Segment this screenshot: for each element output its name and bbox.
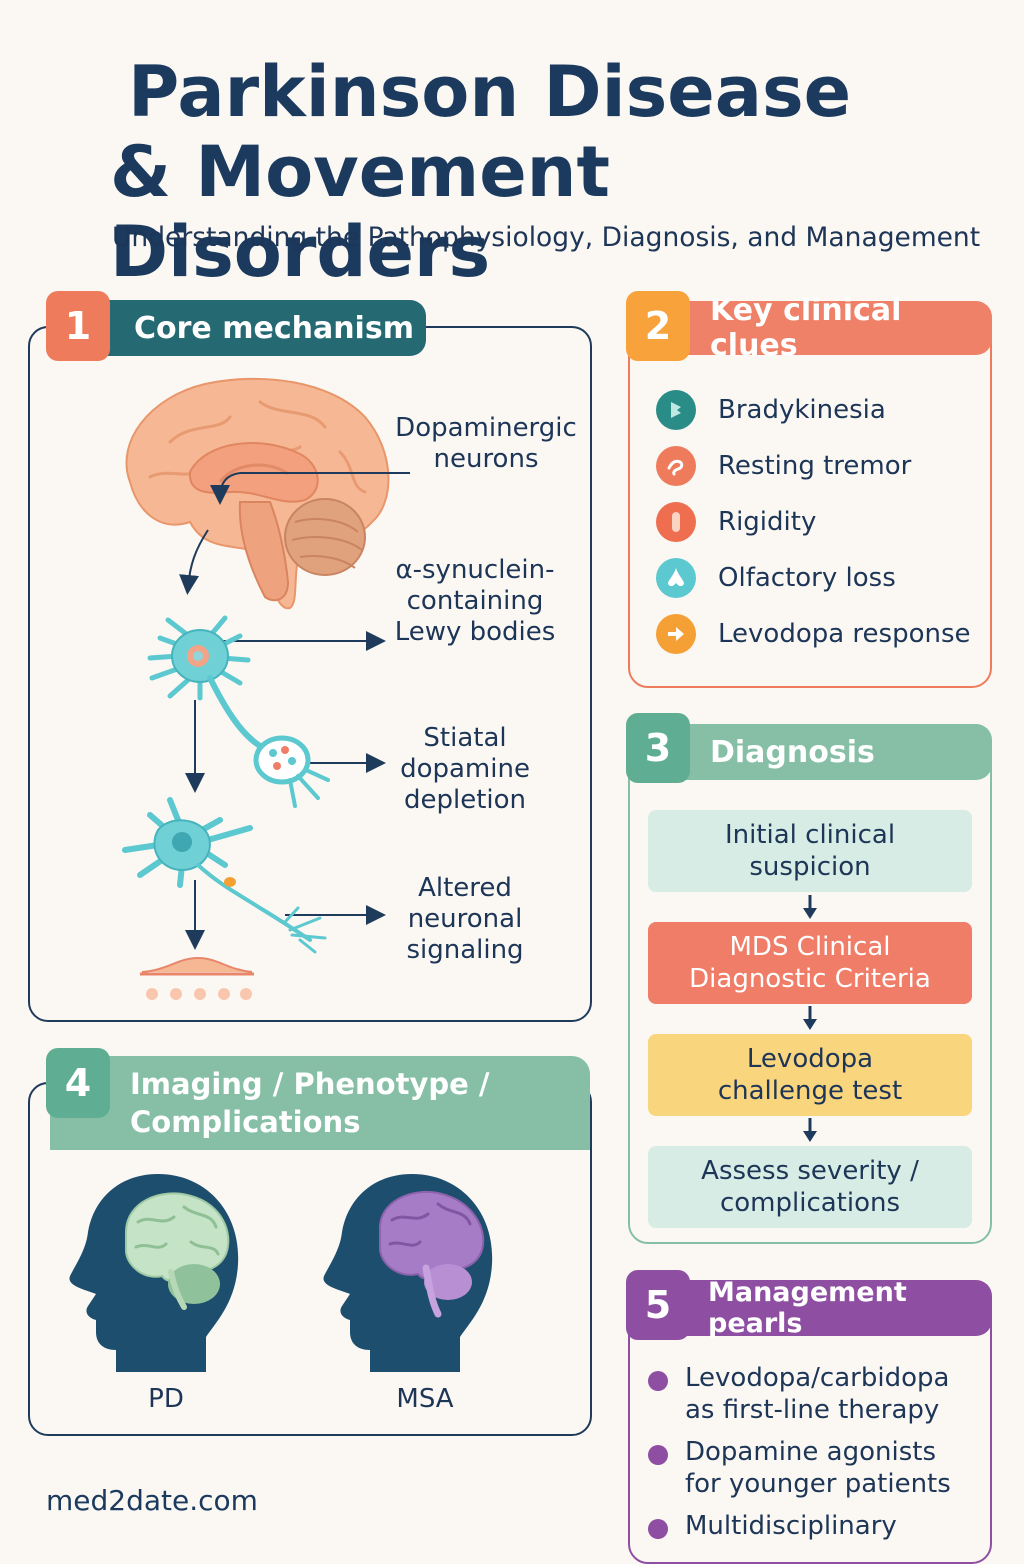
section-number-1: 1 [46, 291, 110, 361]
label-lewy-bodies: α-synuclein- containing Lewy bodies [394, 555, 556, 647]
imaging-header: Imaging / Phenotype / Complications [50, 1056, 590, 1150]
list-item: Bradykinesia [656, 382, 986, 438]
pd-caption: PD [148, 1384, 184, 1414]
msa-head-illustration [323, 1174, 493, 1372]
list-item: Olfactory loss [656, 550, 986, 606]
tremor-icon [656, 446, 696, 486]
rigidity-icon [656, 502, 696, 542]
section-number-3: 3 [626, 713, 690, 783]
diagnosis-title: Diagnosis [710, 734, 875, 770]
section-number-5: 5 [626, 1270, 690, 1340]
pd-head-illustration [69, 1174, 239, 1372]
core-mechanism-header: Core mechanism [80, 300, 426, 356]
clinical-clues-title: Key clinical clues [710, 293, 902, 363]
bullet-icon [648, 1371, 668, 1391]
list-item: Rigidity [656, 494, 986, 550]
neuron-illustration-1 [147, 615, 330, 808]
synapse-illustration [140, 956, 254, 1000]
page-title: Parkinson Disease & Movement Disorders [110, 52, 1010, 292]
nose-icon [656, 558, 696, 598]
list-item: Resting tremor [656, 438, 986, 494]
section-number-2: 2 [626, 291, 690, 361]
core-mechanism-title: Core mechanism [134, 310, 414, 346]
label-dopaminergic-neurons: Dopaminergic neurons [395, 413, 577, 474]
neuron-illustration-2 [122, 797, 327, 954]
title-line-1: Parkinson Disease [128, 51, 852, 133]
bullet-icon [648, 1519, 668, 1539]
footer-site: med2date.com [46, 1484, 258, 1517]
brain-illustration [125, 377, 390, 610]
diagnosis-step-4: Assess severity /complications [648, 1146, 972, 1228]
list-item: Multidisciplinary [648, 1510, 986, 1542]
msa-caption: MSA [396, 1384, 454, 1414]
arrow-down-icon [803, 1118, 817, 1142]
management-title: Management pearls [708, 1277, 907, 1339]
diagnosis-header: Diagnosis [664, 724, 992, 780]
page-subtitle: Understanding the Pathophysiology, Diagn… [112, 222, 981, 253]
label-striatal-depletion: Stiatal dopamine depletion [400, 723, 530, 815]
clinical-clues-list: Bradykinesia Resting tremor Rigidity Olf… [656, 382, 986, 662]
imaging-title: Imaging / Phenotype / Complications [130, 1067, 490, 1139]
clinical-clues-header: Key clinical clues [664, 293, 992, 363]
section-number-4: 4 [46, 1048, 110, 1118]
arrow-down-icon [803, 1006, 817, 1030]
title-line-2: & Movement Disorders [110, 131, 610, 293]
list-item: Levodopa response [656, 606, 986, 662]
label-altered-signaling: Altered neuronal signaling [406, 873, 524, 965]
arrow-down-icon [803, 895, 817, 919]
bradykinesia-icon [656, 390, 696, 430]
mechanism-arrows [179, 472, 410, 950]
management-header: Management pearls [664, 1277, 992, 1339]
bullet-icon [648, 1445, 668, 1465]
arrow-right-icon [656, 614, 696, 654]
